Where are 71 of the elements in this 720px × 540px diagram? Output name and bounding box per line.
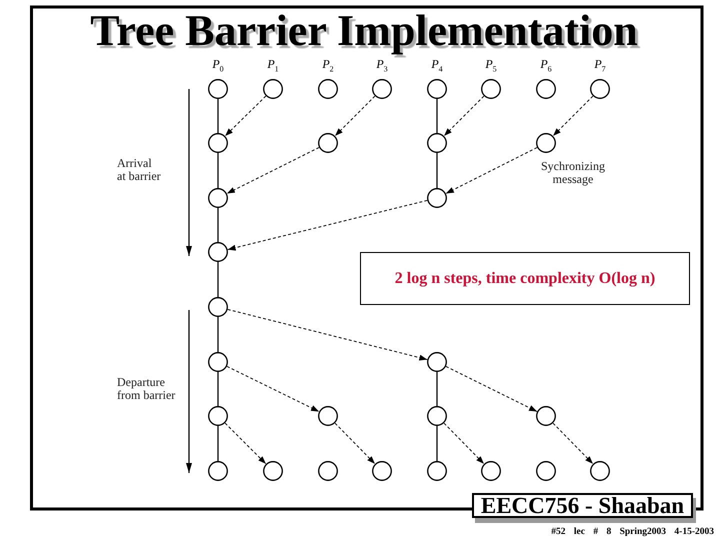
process-circle <box>208 242 228 262</box>
tree-line <box>217 262 219 297</box>
process-circle <box>318 133 338 153</box>
process-circle <box>208 133 228 153</box>
tree-line <box>436 426 438 461</box>
process-circle <box>208 79 228 99</box>
message-arrow <box>552 96 594 136</box>
process-label: P$_{3}$ <box>375 57 389 76</box>
tree-line <box>217 208 219 242</box>
process-label: P$_{2}$ <box>321 57 335 76</box>
tree-line <box>217 372 219 406</box>
message-arrow <box>334 96 376 136</box>
process-circle <box>263 461 283 481</box>
message-arrow <box>445 147 538 194</box>
process-label: P$_{0}$ <box>211 57 225 76</box>
tree-line <box>436 372 438 406</box>
message-arrow <box>227 200 428 251</box>
process-circle <box>427 188 447 208</box>
process-circle <box>208 461 228 481</box>
process-circle <box>481 461 501 481</box>
note-text: 2 log n steps, time complexity O(log n) <box>394 270 656 288</box>
process-circle <box>318 406 338 426</box>
process-circle <box>263 79 283 99</box>
process-circle <box>208 188 228 208</box>
process-circle <box>536 133 556 153</box>
process-circle <box>427 79 447 99</box>
process-circle <box>318 461 338 481</box>
message-arrow <box>224 96 266 136</box>
process-label: P$_{7}$ <box>593 57 607 76</box>
process-circle <box>427 461 447 481</box>
message-arrow <box>444 96 484 136</box>
process-circle <box>208 352 228 372</box>
process-circle <box>536 406 556 426</box>
phase-label: Arrival at barrier <box>117 157 162 183</box>
slide-title: Tree Barrier Implementation <box>89 9 639 53</box>
tree-line <box>217 153 219 188</box>
process-circle <box>318 79 338 99</box>
process-label: P$_{5}$ <box>484 57 498 76</box>
message-arrow <box>446 366 538 412</box>
process-circle <box>536 79 556 99</box>
process-label: P$_{1}$ <box>266 57 280 76</box>
footer-title: EECC756 - Shaaban <box>480 494 684 516</box>
message-arrow <box>444 422 484 464</box>
annotation-text: Sychronizing message <box>540 160 606 186</box>
tree-line <box>436 99 438 133</box>
slide-footer-info: #52 lec # 8 Spring2003 4-15-2003 <box>550 527 714 538</box>
process-circle <box>536 461 556 481</box>
process-circle <box>590 79 610 99</box>
tree-line <box>217 99 219 133</box>
process-circle <box>372 79 392 99</box>
message-arrow <box>226 147 320 194</box>
message-arrow <box>227 308 428 361</box>
process-circle <box>427 406 447 426</box>
process-label: P$_{6}$ <box>539 57 553 76</box>
message-arrow <box>226 366 320 412</box>
process-circle <box>208 297 228 317</box>
message-arrow <box>552 422 594 464</box>
process-label: P$_{4}$ <box>430 57 444 76</box>
process-circle <box>208 406 228 426</box>
tree-line <box>217 317 219 352</box>
process-circle <box>427 352 447 372</box>
process-circle <box>372 461 392 481</box>
note-panel <box>360 252 690 305</box>
tree-line <box>436 153 438 188</box>
tree-line <box>217 426 219 461</box>
process-circle <box>590 461 610 481</box>
message-arrow <box>334 422 376 464</box>
phase-label: Departure from barrier <box>117 376 176 402</box>
message-arrow <box>224 422 266 464</box>
process-circle <box>427 133 447 153</box>
process-circle <box>481 79 501 99</box>
